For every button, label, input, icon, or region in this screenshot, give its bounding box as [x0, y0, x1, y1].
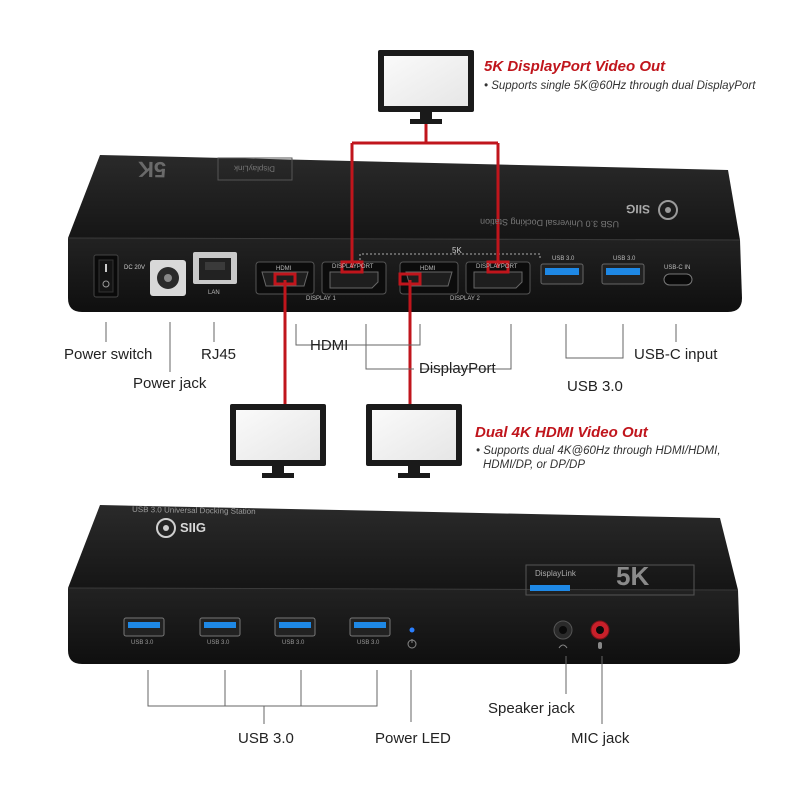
dc-label: DC 20V [124, 265, 146, 271]
speaker-jack-label: Speaker jack [488, 700, 575, 717]
rear-brand-text: SIIG [625, 201, 651, 217]
hdmi-2-port-label: HDMI [420, 266, 436, 272]
usb-a-port-front-2-icon [199, 617, 241, 637]
usb-a-port-front-1-icon [123, 617, 165, 637]
front-usb30-label: USB 3.0 [238, 730, 294, 747]
displayport-callout-title: 5K DisplayPort Video Out [484, 58, 666, 75]
mic-jack-icon [590, 620, 610, 649]
power-switch-label: Power switch [64, 346, 153, 363]
speaker-jack-icon [553, 620, 573, 649]
power-jack-icon [150, 260, 186, 296]
siig-logo-front [156, 518, 176, 538]
rear-usb-a-label: USB 3.0 [552, 256, 575, 262]
rear-leader-lines [105, 322, 677, 372]
displayport-callout-note: • Supports single 5K@60Hz through dual D… [484, 80, 756, 92]
display-2-label: DISPLAY 2 [450, 296, 480, 302]
front-usb-port-label-4: USB 3.0 [357, 640, 380, 646]
front-5k-badge [525, 564, 695, 596]
rj45-label: RJ45 [201, 346, 237, 363]
monitor-icon-hdmi-1 [230, 404, 326, 478]
displayport-label: DisplayPort [419, 360, 496, 377]
hdmi-label: HDMI [310, 337, 349, 354]
mic-jack-label: MIC jack [571, 730, 630, 747]
siig-logo-rear [658, 200, 678, 220]
power-switch-icon [93, 254, 119, 298]
displayport-1-port-label: DISPLAYPORT [332, 264, 374, 270]
five-k-bracket-label: 5K [452, 246, 462, 255]
front-leader-lines [147, 656, 603, 724]
front-usb-port-label-2: USB 3.0 [207, 640, 230, 646]
rear-displaylink-text: DisplayLink [233, 163, 275, 174]
display-1-label: DISPLAY 1 [306, 296, 336, 302]
front-usb-port-label-3: USB 3.0 [282, 640, 305, 646]
front-5k-text: 5K [616, 561, 650, 591]
displayport-connector-lines [340, 124, 510, 274]
usb-c-port-icon [663, 273, 693, 286]
power-led-icon [407, 627, 417, 649]
rear-5k-badge [217, 157, 293, 181]
monitor-icon-hdmi-2 [366, 404, 462, 478]
hdmi-callout-note-2: HDMI/DP, or DP/DP [483, 459, 586, 471]
usbc-input-label: USB-C input [634, 346, 718, 363]
rj45-port-icon [193, 252, 237, 284]
power-led-label: Power LED [375, 730, 451, 747]
hdmi-connector-lines [273, 272, 422, 404]
front-brand-text: SIIG [180, 520, 207, 535]
usb-a-port-rear-2-icon [601, 263, 645, 285]
monitor-icon-displayport [378, 50, 474, 124]
power-jack-label: Power jack [133, 375, 207, 392]
usb-a-port-front-3-icon [274, 617, 316, 637]
displayport-2-port-label: DISPLAYPORT [476, 264, 518, 270]
front-usb-port-label-1: USB 3.0 [131, 640, 154, 646]
hdmi-1-port-label: HDMI [276, 266, 292, 272]
hdmi-callout-title: Dual 4K HDMI Video Out [475, 424, 648, 441]
usb-a-port-rear-1-icon [540, 263, 584, 285]
usbc-in-label: USB-C IN [664, 265, 691, 271]
rear-usb30-label: USB 3.0 [567, 378, 623, 395]
front-dock [67, 505, 740, 664]
front-displaylink-text: DisplayLink [535, 569, 576, 578]
lan-label: LAN [208, 290, 220, 296]
usb-a-port-front-4-icon [349, 617, 391, 637]
hdmi-callout-note-1: • Supports dual 4K@60Hz through HDMI/HDM… [476, 445, 721, 457]
rear-usb-b-label: USB 3.0 [613, 256, 636, 262]
rear-5k-text: 5K [137, 156, 167, 183]
